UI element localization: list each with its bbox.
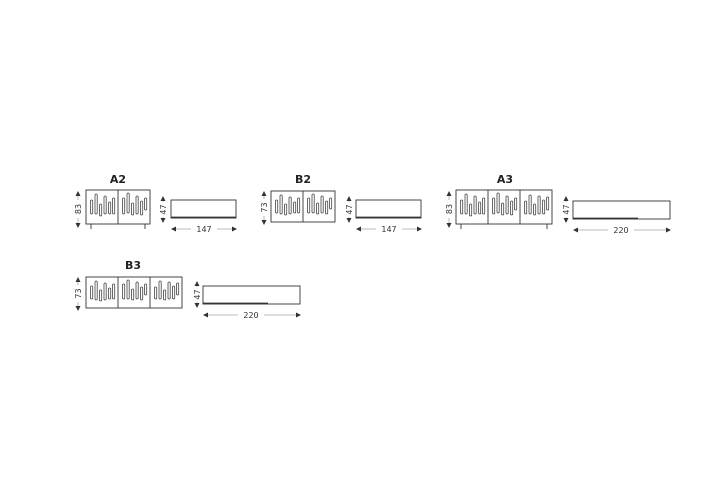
arrow-down-icon: [346, 218, 352, 223]
width-label-a3: 220: [613, 226, 628, 235]
module-label-a2: A2: [110, 173, 126, 186]
height-label-a3: 83: [445, 204, 454, 214]
arrow-left-icon: [171, 226, 176, 232]
arrow-down-icon: [75, 223, 81, 228]
depth-label-a3: 47: [562, 204, 571, 214]
arrow-right-icon: [296, 312, 301, 318]
arrow-right-icon: [417, 226, 422, 232]
arrow-down-icon: [194, 303, 200, 308]
module-b2: B2 73 47 147: [258, 173, 422, 234]
arrow-down-icon: [446, 223, 452, 228]
height-label-b3: 73: [74, 288, 83, 298]
arrow-up-icon: [446, 191, 452, 196]
depth-label-b2: 47: [345, 204, 354, 214]
width-label-b3: 220: [243, 311, 258, 320]
door-pattern-b3: [90, 279, 180, 302]
plan-view-b2: [355, 199, 422, 219]
door-pattern-a2: [90, 192, 148, 217]
arrow-down-icon: [563, 218, 569, 223]
arrow-right-icon: [666, 227, 671, 233]
arrow-right-icon: [232, 226, 237, 232]
width-label-a2: 147: [196, 225, 211, 234]
arrow-up-icon: [563, 196, 569, 201]
arrow-left-icon: [356, 226, 361, 232]
arrow-left-icon: [203, 312, 208, 318]
module-a3: A3 83: [443, 173, 671, 235]
front-elevation-a3: [455, 189, 553, 225]
plan-view-a2: [170, 199, 237, 219]
arrow-down-icon: [160, 218, 166, 223]
plan-view-a3: [572, 200, 671, 220]
door-pattern-a3: [460, 192, 550, 217]
module-b3: B3 73: [72, 259, 301, 320]
module-label-b2: B2: [295, 173, 311, 186]
height-label-b2: 73: [260, 202, 269, 212]
module-label-a3: A3: [497, 173, 513, 186]
arrow-down-icon: [261, 220, 267, 225]
depth-label-a2: 47: [159, 204, 168, 214]
arrow-up-icon: [75, 277, 81, 282]
door-pattern-b2: [275, 193, 333, 216]
front-elevation-b3: [85, 276, 183, 309]
arrow-up-icon: [75, 191, 81, 196]
module-a2: A2 83 47: [72, 173, 237, 234]
plan-view-b3: [202, 285, 301, 305]
arrow-up-icon: [160, 196, 166, 201]
height-label-a2: 83: [74, 204, 83, 214]
width-label-b2: 147: [381, 225, 396, 234]
depth-label-b3: 47: [193, 289, 202, 299]
arrow-up-icon: [194, 281, 200, 286]
arrow-left-icon: [573, 227, 578, 233]
arrow-up-icon: [261, 191, 267, 196]
arrow-down-icon: [75, 306, 81, 311]
arrow-up-icon: [346, 196, 352, 201]
module-label-b3: B3: [125, 259, 141, 272]
